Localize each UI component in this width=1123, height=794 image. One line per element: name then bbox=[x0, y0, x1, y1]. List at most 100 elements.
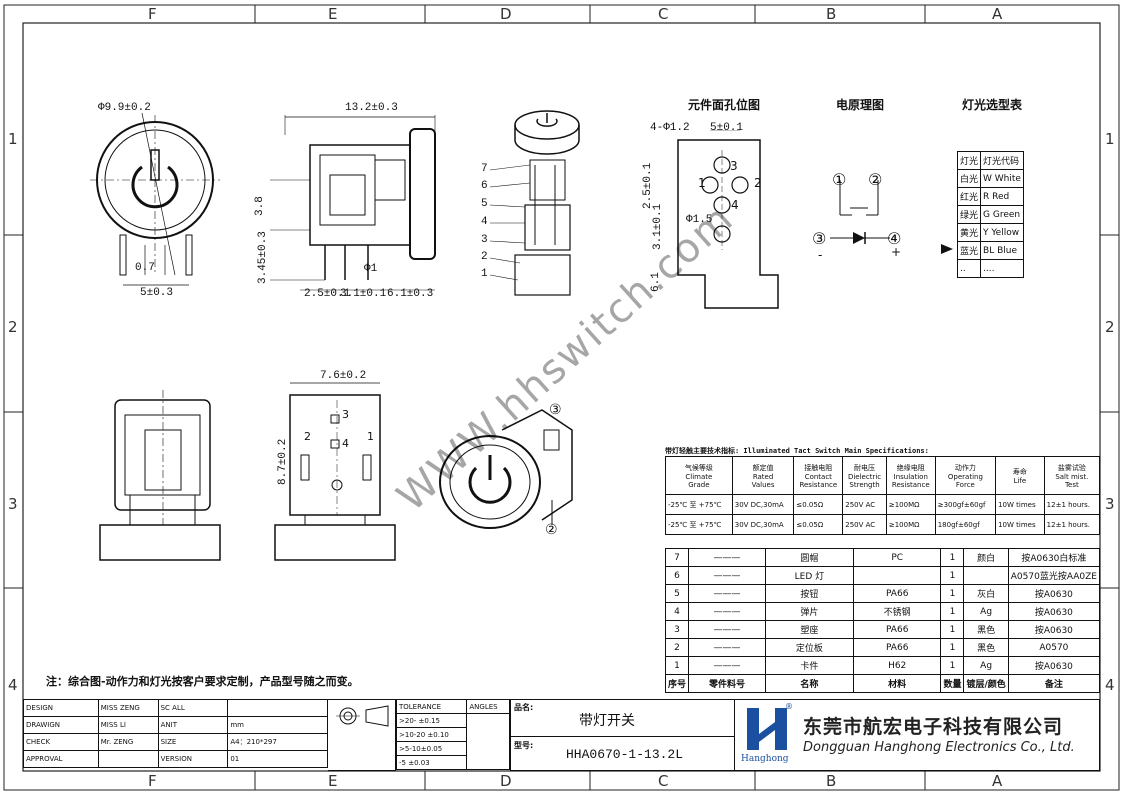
hole-pin-4: 4 bbox=[731, 198, 739, 212]
company-name-cn: 东莞市航宏电子科技有限公司 bbox=[803, 716, 1064, 738]
circuit-node-3: ③ bbox=[812, 229, 827, 248]
light-code: .... bbox=[980, 259, 1024, 278]
callout-4: 4 bbox=[481, 216, 488, 228]
zone-top-f: F bbox=[148, 5, 157, 23]
circuit-title: 电原理图 bbox=[836, 98, 885, 112]
light-row: 白光 bbox=[956, 169, 982, 188]
table-cell: 黑色 bbox=[963, 638, 1009, 657]
table-cell: A4：210*297 bbox=[227, 733, 328, 751]
table-cell: CHECK bbox=[23, 733, 99, 751]
bom-header: 序号零件料号名称材料数量镀层/颜色备注 bbox=[664, 674, 1101, 693]
product-info-box: 品名: 带灯开关 型号: HHA0670-1-13.2L bbox=[510, 699, 735, 771]
table-cell: DRAWIGN bbox=[23, 716, 99, 734]
table-cell: APPROVAL bbox=[23, 750, 99, 768]
table-cell: 零件料号 bbox=[688, 674, 766, 693]
zone-left-3: 3 bbox=[8, 495, 18, 513]
table-cell: ≤0.05Ω bbox=[793, 494, 844, 515]
circuit-node-4: ④ bbox=[887, 229, 902, 248]
projection-symbol-box bbox=[328, 699, 396, 771]
table-cell: MISS LI bbox=[97, 716, 159, 734]
table-cell: ≤0.05Ω bbox=[793, 514, 844, 535]
zone-top-b: B bbox=[826, 5, 837, 23]
light-row: 蓝光 bbox=[956, 241, 982, 260]
light-table-title: 灯光选型表 bbox=[962, 98, 1023, 112]
product-name: 带灯开关 bbox=[579, 713, 635, 729]
table-cell: 1 bbox=[940, 602, 965, 621]
table-cell: 1 bbox=[940, 638, 965, 657]
table-cell: 材料 bbox=[852, 674, 942, 693]
customization-note: 注：综合图-动作力和灯光按客户要求定制，产品型号随之而变。 bbox=[46, 675, 359, 688]
table-cell: 1 bbox=[940, 620, 965, 639]
table-cell: 250V AC bbox=[842, 494, 887, 515]
callout-3: 3 bbox=[481, 234, 488, 246]
dim-v-6-1: 6.1 bbox=[650, 272, 662, 292]
table-cell: 2 bbox=[664, 638, 690, 657]
table-cell: Ag bbox=[963, 602, 1009, 621]
tolerance-value: >10-20 ±0.10 bbox=[395, 727, 468, 742]
front-view-drawing bbox=[274, 382, 396, 561]
front-pin-1: 1 bbox=[367, 430, 374, 443]
light-code: G Green bbox=[980, 205, 1024, 224]
table-cell: MISS ZENG bbox=[97, 699, 159, 717]
selected-arrow-icon bbox=[941, 244, 953, 254]
dim-p-6-1: 6.1±0.3 bbox=[387, 288, 433, 300]
table-cell: 按钮 bbox=[764, 584, 854, 603]
table-cell: 1 bbox=[940, 656, 965, 675]
table-cell: 5 bbox=[664, 584, 690, 603]
zone-bottom-c: C bbox=[658, 772, 669, 790]
zone-bottom-a: A bbox=[992, 772, 1003, 790]
table-cell: SIZE bbox=[157, 733, 229, 751]
dim-v-2-5: 2.5±0.1 bbox=[642, 162, 654, 209]
table-cell: H62 bbox=[852, 656, 942, 675]
dim-holes: 4-Φ1.2 bbox=[650, 122, 690, 134]
table-cell: 备注 bbox=[1007, 674, 1101, 693]
light-header-0: 灯光 bbox=[956, 151, 982, 170]
exploded-view-drawing bbox=[489, 110, 580, 296]
zone-left-1: 1 bbox=[8, 130, 18, 148]
zone-top-a: A bbox=[992, 5, 1003, 23]
iso-label-2: ② bbox=[545, 522, 558, 538]
top-view-drawing bbox=[90, 112, 220, 286]
dim-h-3-45: 3.45±0.3 bbox=[257, 231, 269, 284]
zone-left-4: 4 bbox=[8, 676, 18, 694]
table-cell: 4 bbox=[664, 602, 690, 621]
dim-width-top: 13.2±0.3 bbox=[345, 102, 398, 114]
table-cell: 7 bbox=[664, 548, 690, 567]
table-cell: 1 bbox=[664, 656, 690, 675]
table-cell: ——— bbox=[688, 656, 766, 675]
front-pin-4: 4 bbox=[342, 437, 349, 450]
front-pin-3: 3 bbox=[342, 408, 349, 421]
table-cell: ——— bbox=[688, 602, 766, 621]
table-cell: 卡件 bbox=[764, 656, 854, 675]
table-cell: 序号 bbox=[664, 674, 690, 693]
zone-left-2: 2 bbox=[8, 318, 18, 336]
table-cell: A0570蓝光按AA0ZE bbox=[1007, 566, 1101, 585]
table-cell: 按A0630 bbox=[1007, 620, 1101, 639]
table-cell: 30V DC,30mA bbox=[731, 514, 795, 535]
table-cell: ≥100MΩ bbox=[885, 514, 936, 535]
table-cell: 按A0630 bbox=[1007, 584, 1101, 603]
zone-right-4: 4 bbox=[1105, 676, 1115, 694]
table-cell: ——— bbox=[688, 566, 766, 585]
angles-head: ANGLES bbox=[466, 699, 510, 714]
table-cell: 黑色 bbox=[963, 620, 1009, 639]
table-cell: 01 bbox=[227, 750, 328, 768]
